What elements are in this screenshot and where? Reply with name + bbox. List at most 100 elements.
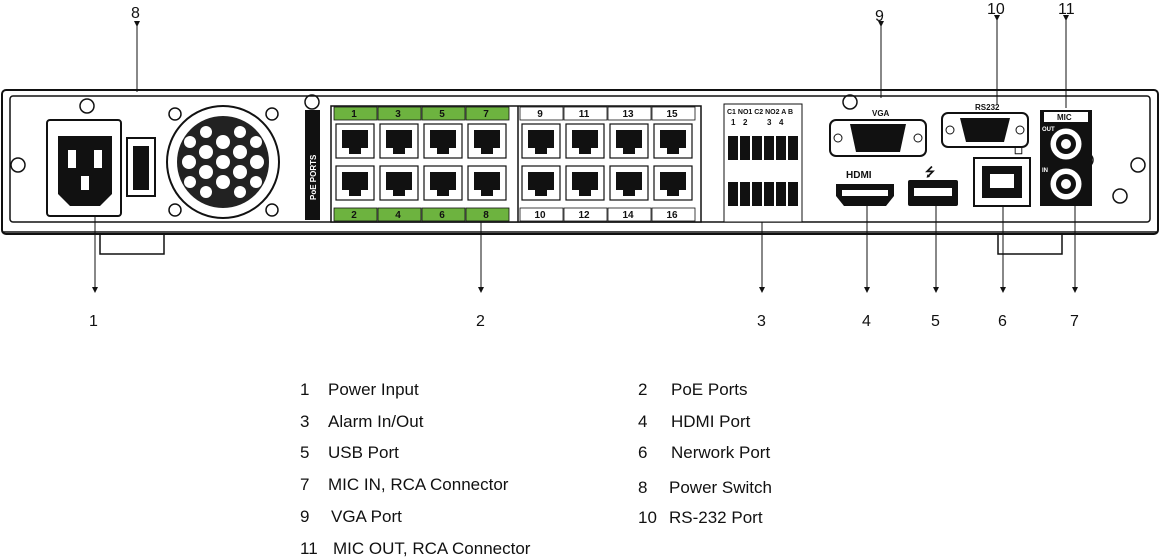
callout-11: 11 xyxy=(1058,1,1075,18)
rj45-opening xyxy=(430,130,456,148)
poe-label-cell xyxy=(465,106,510,121)
poe-label-cell xyxy=(519,106,564,121)
callout-4: 4 xyxy=(862,313,871,330)
rj45-latch xyxy=(481,190,493,196)
callout-leaders xyxy=(92,15,1078,293)
poe-label-cell xyxy=(333,207,378,222)
poe-label-cell xyxy=(421,106,466,121)
poe-port-label-7: 7 xyxy=(483,109,489,120)
legend-text: Power Switch xyxy=(669,478,772,497)
alarm-pin-3: 3 xyxy=(767,118,772,127)
rj45-latch xyxy=(349,190,361,196)
rj45-opening xyxy=(342,130,368,148)
legend-text: HDMI Port xyxy=(671,412,751,431)
legend-text: USB Port xyxy=(328,443,399,462)
alarm-terminal-bottom xyxy=(728,182,738,206)
legend-num: 8 xyxy=(638,478,648,497)
rj45-opening xyxy=(386,172,412,190)
hdmi-port: HDMI xyxy=(836,170,894,206)
poe-port-label-2: 2 xyxy=(351,210,357,221)
rj45-latch xyxy=(535,190,547,196)
rj45-latch xyxy=(535,148,547,154)
rj45-opening xyxy=(342,172,368,190)
poe-label-cell xyxy=(651,207,696,222)
alarm-terminal-bottom xyxy=(764,182,774,206)
rs232-port: RS232 xyxy=(941,103,1029,148)
poe-label-cell xyxy=(607,207,652,222)
fan-grille xyxy=(166,105,280,219)
alarm-terminal-bottom xyxy=(752,182,762,206)
poe-jacks xyxy=(335,123,693,201)
alarm-terminal-bottom xyxy=(740,182,750,206)
rs232-label: RS232 xyxy=(975,103,1000,112)
legend-num: 11 xyxy=(300,539,318,558)
rj45-opening xyxy=(528,130,554,148)
rj45-opening xyxy=(386,130,412,148)
legend-text: Nerwork Port xyxy=(671,443,771,462)
mic-label: MIC xyxy=(1057,113,1072,122)
rj45-latch xyxy=(667,148,679,154)
mic-out-label: OUT xyxy=(1042,127,1055,133)
legend-num: 4 xyxy=(638,412,648,431)
rj45-latch xyxy=(579,190,591,196)
legend-item-8: 8 Power Switch xyxy=(638,478,772,498)
poe-label-cell xyxy=(377,207,422,222)
poe-port-label-3: 3 xyxy=(395,109,401,120)
legend-text: Alarm In/Out xyxy=(328,412,424,431)
rj45-latch xyxy=(349,148,361,154)
rj45-latch xyxy=(393,190,405,196)
poe-label-cell xyxy=(607,106,652,121)
rj45-latch xyxy=(623,190,635,196)
legend-num: 2 xyxy=(638,380,648,399)
legend-text: PoE Ports xyxy=(671,380,748,399)
alarm-terminal-bottom xyxy=(788,182,798,206)
alarm-terminal-top xyxy=(764,136,774,160)
usb-icon: ⭍ xyxy=(925,165,935,179)
mic-rca-block: MIC OUT IN xyxy=(1040,110,1092,206)
alarm-pin-1: 1 xyxy=(731,118,736,127)
vga-port: VGA xyxy=(829,109,927,157)
alarm-terminal-top xyxy=(728,136,738,160)
rj45-latch xyxy=(437,148,449,154)
legend-num: 9 xyxy=(300,507,310,526)
rj45-latch xyxy=(437,190,449,196)
poe-label-cell xyxy=(651,106,696,121)
rj45-opening xyxy=(572,130,598,148)
rj45-opening xyxy=(660,172,686,190)
legend-item-4: 4 HDMI Port xyxy=(638,412,750,432)
legend-text: RS-232 Port xyxy=(669,508,763,527)
legend-num: 7 xyxy=(300,475,310,494)
poe-label-cell xyxy=(421,207,466,222)
poe-port-label-9: 9 xyxy=(537,109,543,120)
poe-port-label-5: 5 xyxy=(439,109,445,120)
alarm-terminal-bottom xyxy=(776,182,786,206)
alarm-header-text: C1 NO1 C2 NO2 A B xyxy=(727,109,793,116)
rj45-opening xyxy=(572,172,598,190)
rj45-opening xyxy=(616,130,642,148)
poe-label-cell xyxy=(465,207,510,222)
alarm-pin-2: 2 xyxy=(743,118,748,127)
poe-port-label-14: 14 xyxy=(622,210,634,221)
legend-text: Power Input xyxy=(328,380,419,399)
poe-label-cell xyxy=(563,106,608,121)
callout-7: 7 xyxy=(1070,313,1079,330)
vga-label: VGA xyxy=(872,109,890,118)
rj45-opening xyxy=(616,172,642,190)
legend-num: 10 xyxy=(638,508,657,527)
poe-port-label-6: 6 xyxy=(439,210,445,221)
poe-port-label-4: 4 xyxy=(395,210,401,221)
usb-port: ⭍ xyxy=(908,165,958,206)
poe-port-label-8: 8 xyxy=(483,210,489,221)
poe-label-strip: PoE PORTS xyxy=(305,110,320,220)
poe-label-cell xyxy=(519,207,564,222)
mic-in-label: IN xyxy=(1042,168,1048,174)
